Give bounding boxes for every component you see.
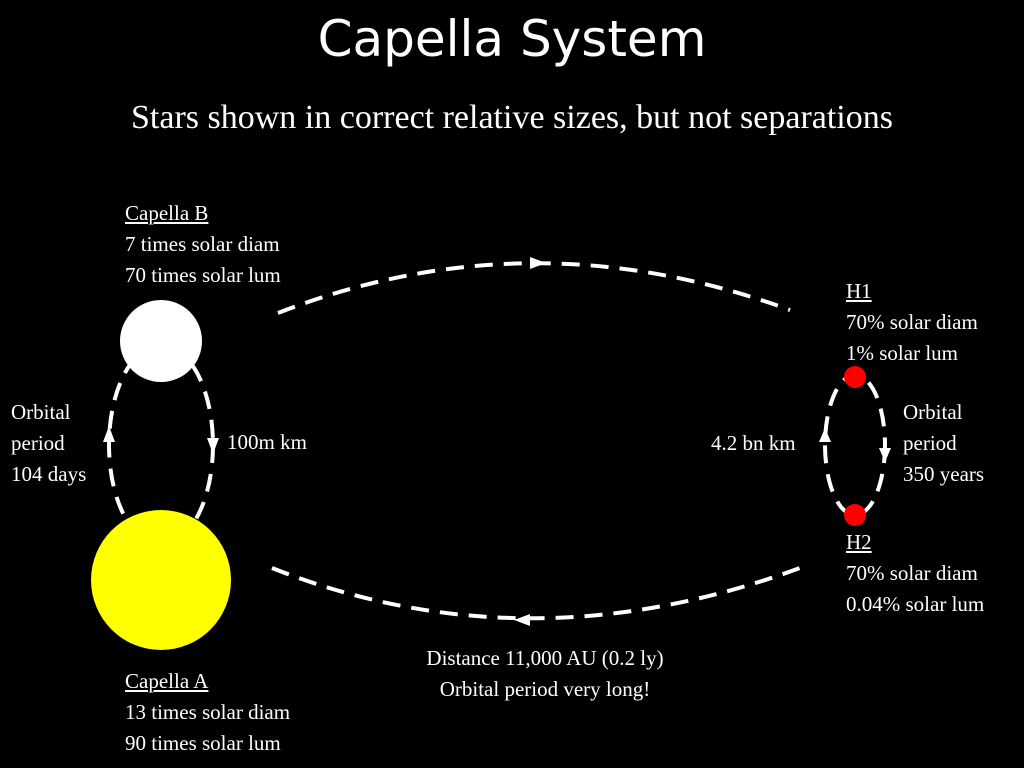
page-title: Capella System: [317, 10, 707, 68]
h2-label: H2 70% solar diam 0.04% solar lum: [846, 527, 984, 620]
h2-star: [844, 504, 866, 526]
h2-name: H2: [846, 530, 872, 554]
outer-orbit-distance: Distance 11,000 AU (0.2 ly): [426, 646, 664, 670]
capella-b-luminosity: 70 times solar lum: [125, 263, 281, 287]
left-orbital-period-line1: Orbital: [11, 400, 71, 424]
outer-orbit-bottom-arrow: [514, 614, 530, 626]
left-orbital-period-value: 104 days: [11, 462, 87, 486]
capella-a-label: Capella A 13 times solar diam 90 times s…: [125, 666, 290, 759]
right-orbital-period-label: Orbital period 350 years: [903, 397, 984, 490]
outer-orbit-top-arrow: [530, 257, 546, 269]
capella-a-star: [91, 510, 231, 650]
right-orbital-period-line2: period: [903, 431, 957, 455]
capella-b-label: Capella B 7 times solar diam 70 times so…: [125, 198, 281, 291]
right-orbital-period-value: 350 years: [903, 462, 985, 486]
capella-ab-orbit-up-arrow: [103, 426, 115, 442]
page-subtitle: Stars shown in correct relative sizes, b…: [131, 99, 893, 136]
capella-ab-separation: 100m km: [227, 430, 307, 454]
outer-orbit-bottom-arc: [271, 563, 809, 621]
h1-luminosity: 1% solar lum: [846, 341, 958, 365]
h1-h2-orbit-up-arrow: [819, 428, 831, 442]
h1-star: [844, 366, 866, 388]
h2-luminosity: 0.04% solar lum: [846, 592, 985, 616]
outer-orbit-period: Orbital period very long!: [439, 677, 651, 701]
capella-ab-orbit-down-arrow: [207, 438, 219, 454]
outer-orbit-caption: Distance 11,000 AU (0.2 ly) Orbital peri…: [370, 643, 720, 705]
h1-diameter: 70% solar diam: [846, 310, 978, 334]
outer-orbit-top-arc: [277, 261, 791, 315]
left-orbital-period-label: Orbital period 104 days: [11, 397, 86, 490]
capella-b-diameter: 7 times solar diam: [125, 232, 280, 256]
h1-label: H1 70% solar diam 1% solar lum: [846, 276, 978, 369]
capella-b-name: Capella B: [125, 201, 209, 225]
h1-h2-orbit: [823, 373, 887, 517]
h1-h2-orbit-down-arrow: [879, 448, 891, 462]
capella-b-star: [120, 300, 202, 382]
h1-name: H1: [846, 279, 872, 303]
h1-h2-separation: 4.2 bn km: [711, 431, 796, 455]
capella-a-diameter: 13 times solar diam: [125, 700, 291, 724]
h2-diameter: 70% solar diam: [846, 561, 978, 585]
capella-a-luminosity: 90 times solar lum: [125, 731, 281, 755]
right-orbital-period-line1: Orbital: [903, 400, 963, 424]
capella-a-name: Capella A: [125, 669, 209, 693]
left-orbital-period-line2: period: [11, 431, 65, 455]
